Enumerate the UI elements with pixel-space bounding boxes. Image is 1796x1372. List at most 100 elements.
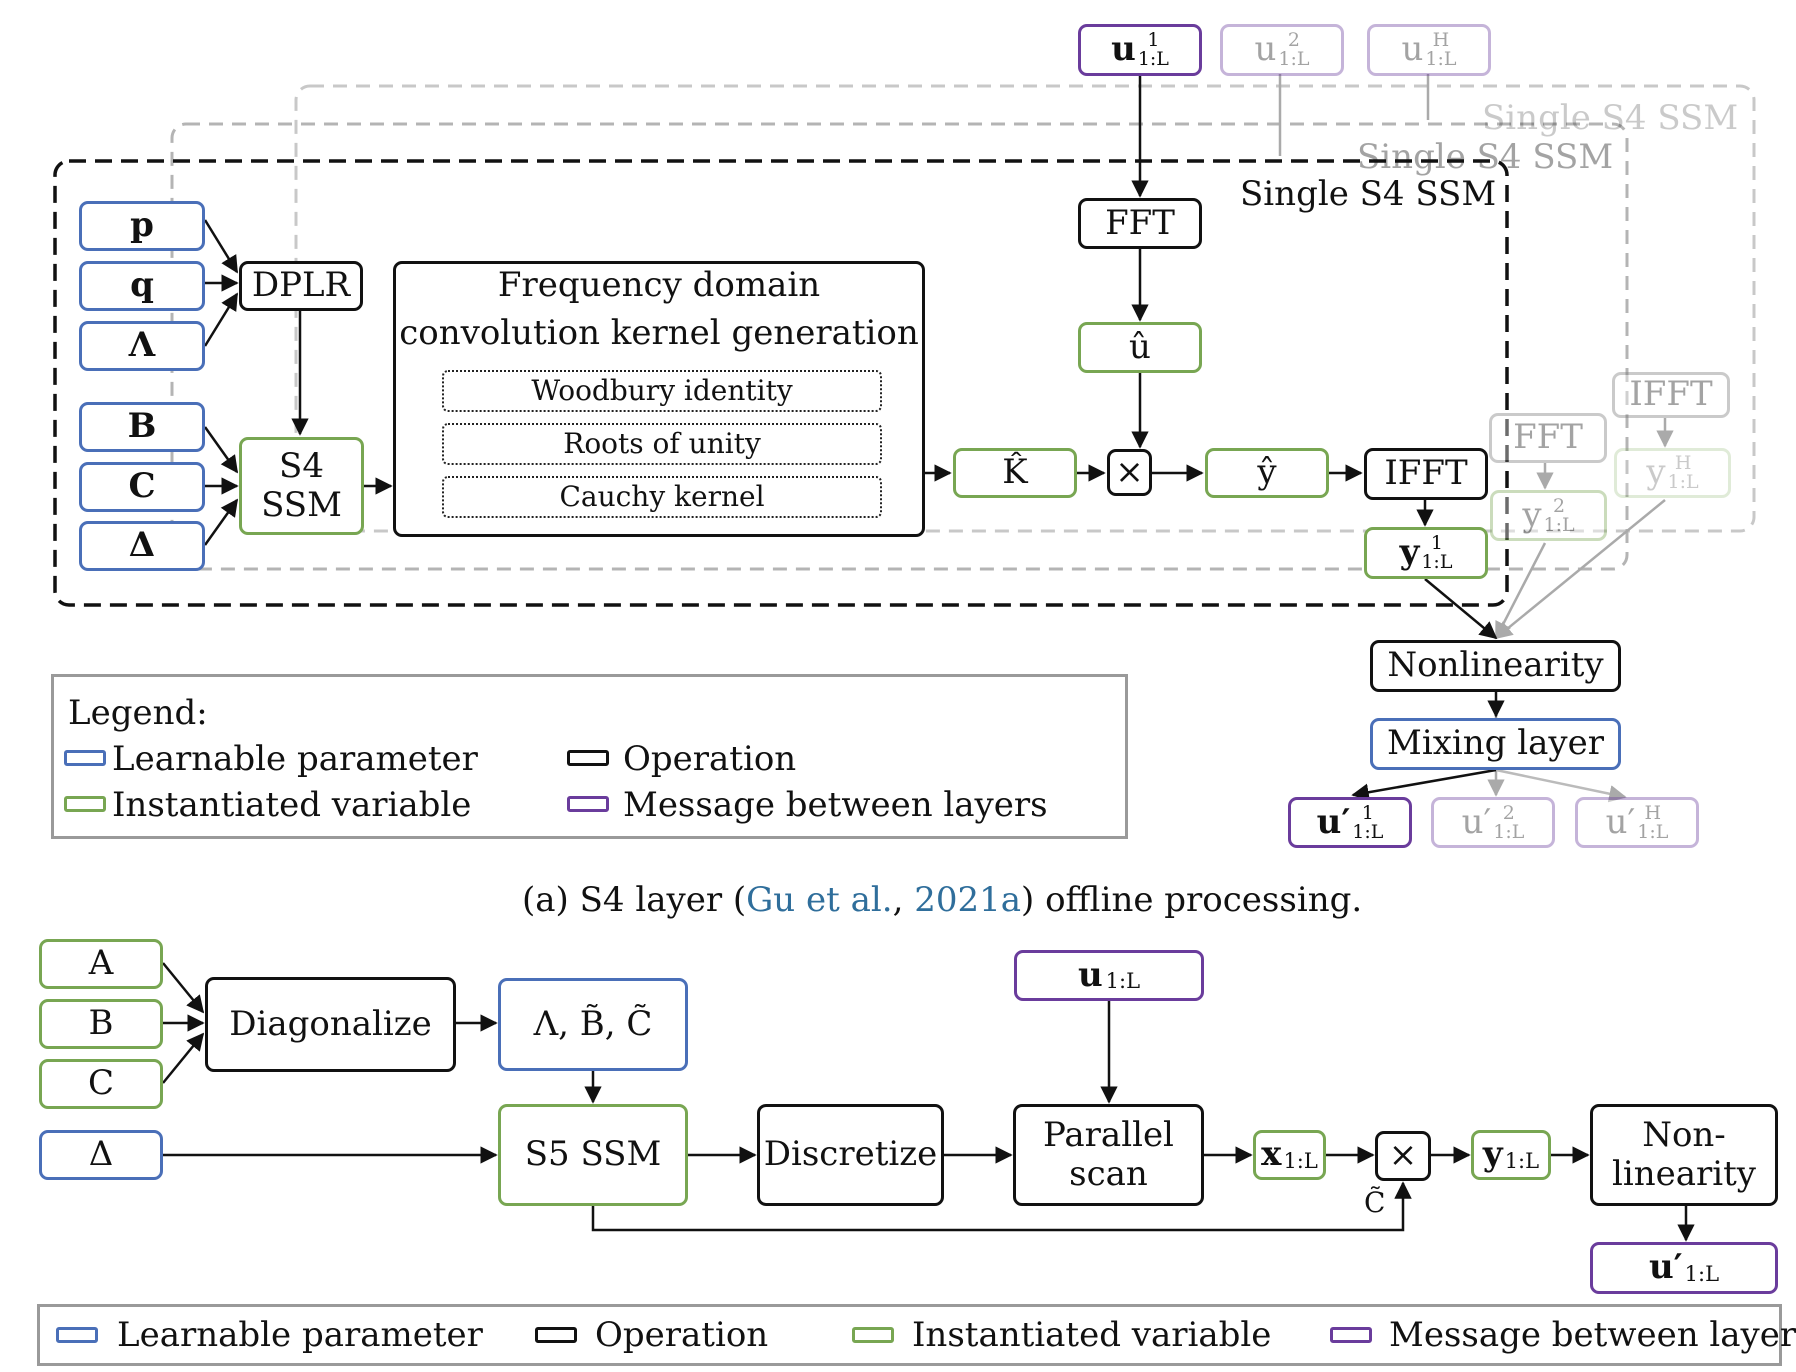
legend-b-operation-swatch	[535, 1327, 577, 1343]
s5-ssm-variable: S5 SSM	[498, 1104, 688, 1206]
b-nonlin-line1: Non-	[1642, 1114, 1726, 1155]
y1-sub: 1:L	[1421, 551, 1453, 573]
y-hat-variable: ŷ	[1205, 448, 1329, 498]
ssm-frame-front	[53, 159, 1509, 607]
param-delta: Δ	[79, 521, 205, 571]
b-u-sub: 1:L	[1105, 969, 1141, 994]
kernel-generation-operation: Frequency domain convolution kernel gene…	[393, 261, 925, 537]
param-p: p	[79, 201, 205, 251]
caption-a-author-link[interactable]: Gu et al.	[746, 880, 893, 920]
scan-line2: scan	[1069, 1154, 1148, 1194]
u1-sup: 1	[1147, 29, 1160, 51]
group-label-front: Single S4 SSM	[1240, 174, 1497, 214]
fft-operation: FFT	[1078, 198, 1202, 249]
kernel-title-line1: Frequency domain	[497, 265, 821, 305]
b-y-sub: 1:L	[1504, 1148, 1540, 1173]
k-hat-variable: K̂	[953, 448, 1077, 498]
b-param-b: B	[39, 999, 163, 1049]
ifft-operation: IFFT	[1364, 448, 1488, 500]
legend-b-instantiated-swatch	[852, 1327, 894, 1343]
ifft-operation-back: IFFT	[1612, 372, 1730, 418]
out2-sup: 2	[1502, 801, 1515, 824]
legend-b-operation: Operation	[595, 1315, 769, 1355]
diagonalize-operation: Diagonalize	[205, 977, 456, 1072]
legend-operation: Operation	[623, 739, 797, 779]
u2-sub: 1:L	[1278, 48, 1310, 70]
u2-sup: 2	[1287, 29, 1300, 51]
b-param-c: C	[39, 1059, 163, 1109]
u2-base: u	[1254, 29, 1277, 70]
b-param-a: A	[39, 939, 163, 989]
b-u-base: u	[1077, 954, 1103, 995]
out2-base: u′	[1461, 801, 1492, 842]
b-out-sub: 1:L	[1684, 1261, 1720, 1286]
out1-sup: 1	[1361, 801, 1374, 824]
caption-a: (a) S4 layer (Gu et al., 2021a) offline …	[522, 880, 1362, 920]
b-multiply-operation: ×	[1375, 1131, 1431, 1181]
param-c: C	[79, 462, 205, 512]
u-hat-variable: û	[1078, 322, 1202, 373]
u1-sub: 1:L	[1137, 48, 1169, 70]
legend-b-message-swatch	[1330, 1327, 1372, 1343]
dplr-operation: DPLR	[239, 261, 363, 311]
fft-operation-mid: FFT	[1489, 413, 1607, 463]
param-q: q	[79, 261, 205, 311]
legend-b-learnable-swatch	[56, 1327, 98, 1343]
legend-learnable: Learnable parameter	[112, 739, 478, 779]
group-label-back: Single S4 SSM	[1482, 98, 1739, 138]
legend-learnable-swatch	[64, 750, 106, 766]
kernel-step-cauchy: Cauchy kernel	[442, 476, 882, 518]
b-x-sub: 1:L	[1283, 1148, 1318, 1173]
legend-b-learnable: Learnable parameter	[117, 1315, 483, 1355]
outh-base: u′	[1605, 801, 1636, 842]
b-output-message: u′1:L	[1590, 1242, 1778, 1294]
legend-instantiated-swatch	[64, 796, 106, 812]
y2-sup: 2	[1553, 494, 1566, 517]
outh-sub: 1:L	[1637, 820, 1669, 843]
param-b: B	[79, 402, 205, 452]
y2-sub: 1:L	[1543, 513, 1575, 536]
multiply-operation: ×	[1107, 449, 1152, 496]
out1-base: u′	[1316, 801, 1351, 842]
legend-a: Legend: Learnable parameter Instantiated…	[51, 674, 1128, 839]
b-param-delta: Δ	[39, 1130, 163, 1180]
caption-a-post: ) offline processing.	[1021, 880, 1363, 920]
caption-a-sep: ,	[892, 880, 915, 920]
discretize-operation: Discretize	[757, 1104, 944, 1206]
caption-a-year-link[interactable]: 2021a	[914, 880, 1021, 920]
legend-b-message: Message between layers	[1389, 1315, 1796, 1355]
uh-base: u	[1401, 29, 1424, 70]
out1-sub: 1:L	[1352, 820, 1384, 843]
y1-base: y	[1399, 532, 1420, 573]
s4-ssm-variable: S4 SSM	[239, 437, 364, 535]
parallel-scan-operation: Parallel scan	[1013, 1104, 1204, 1206]
yh-sub: 1:L	[1667, 471, 1699, 493]
kernel-step-woodbury: Woodbury identity	[442, 370, 882, 412]
b-out-base: u′	[1648, 1247, 1683, 1288]
legend-message: Message between layers	[623, 785, 1048, 825]
legend-b-instantiated: Instantiated variable	[912, 1315, 1272, 1355]
yh-base: y	[1646, 452, 1666, 493]
diagonal-params: Λ, B̃, C̃	[498, 978, 688, 1071]
group-label-mid: Single S4 SSM	[1357, 137, 1614, 177]
y1-sup: 1	[1430, 532, 1443, 554]
legend-instantiated: Instantiated variable	[112, 785, 472, 825]
s4-ssm-line2: SSM	[261, 485, 342, 525]
kernel-title-line2: convolution kernel generation	[399, 313, 919, 353]
u1-base: u	[1111, 29, 1136, 70]
c-tilde-label: C̃	[1364, 1186, 1386, 1219]
mixing-layer: Mixing layer	[1370, 718, 1621, 770]
y2-base: y	[1522, 494, 1542, 535]
out2-sub: 1:L	[1493, 820, 1525, 843]
